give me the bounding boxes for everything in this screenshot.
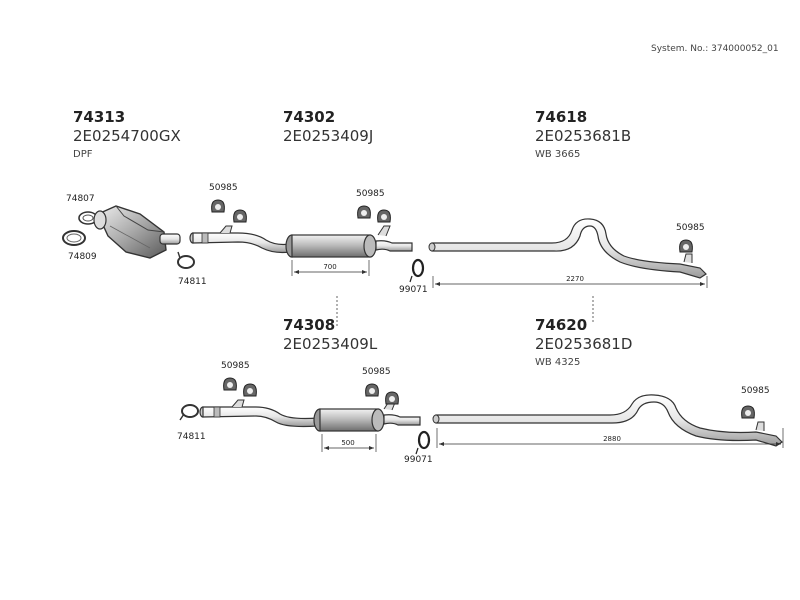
middle-pipe-bottom	[199, 399, 421, 432]
gasket-label: 74807	[66, 194, 95, 204]
part-number-middle-top: 74302	[283, 108, 336, 126]
oe-number-rear-bottom: 2E0253681D	[535, 335, 633, 353]
hanger-label-4: 50985	[221, 361, 250, 371]
oe-number-rear-top: 2E0253681B	[535, 127, 632, 145]
ring-label-bottom: 99071	[404, 455, 433, 465]
clamp-icon	[179, 404, 199, 421]
rubber-hanger-icon	[211, 199, 225, 213]
hanger-label-1: 50985	[209, 183, 238, 193]
dpf-unit-icon	[93, 205, 181, 259]
rear-pipe-top	[428, 218, 707, 279]
wheelbase-note-top: WB 3665	[535, 149, 581, 160]
middle-pipe-top	[189, 225, 413, 258]
rubber-hanger-icon	[365, 383, 379, 397]
rubber-hanger-icon	[243, 383, 257, 397]
system-number: System. No.: 374000052_01	[651, 44, 779, 54]
clamp-label-bottom: 74811	[177, 432, 206, 442]
rubber-hanger-icon	[385, 391, 399, 405]
rubber-hanger-icon	[377, 209, 391, 223]
seal-ring-icon	[409, 258, 425, 283]
oe-number-dpf: 2E0254700GX	[73, 127, 181, 145]
rubber-hanger-icon	[357, 205, 371, 219]
part-number-middle-bottom: 74308	[283, 316, 336, 334]
clamp-label-top: 74811	[178, 277, 207, 287]
dimension-line-mid-bottom: 500	[321, 434, 377, 452]
rubber-hanger-icon	[223, 377, 237, 391]
part-number-rear-top: 74618	[535, 108, 588, 126]
part-number-rear-bottom: 74620	[535, 316, 588, 334]
hanger-label-5: 50985	[362, 367, 391, 377]
hanger-label-6: 50985	[741, 386, 770, 396]
dimension-value: 2880	[603, 435, 621, 443]
rubber-hanger-icon	[679, 239, 693, 253]
dimension-value: 500	[341, 439, 354, 447]
wheelbase-note-bottom: WB 4325	[535, 357, 581, 368]
dimension-line-rear-top: 2270	[432, 275, 708, 288]
dpf-note: DPF	[73, 149, 93, 160]
clamp-icon	[177, 251, 195, 269]
part-number-dpf: 74313	[73, 108, 126, 126]
oe-number-middle-bottom: 2E0253409L	[283, 335, 378, 353]
dimension-value: 2270	[566, 275, 584, 283]
dimension-line-mid-top: 700	[291, 260, 370, 276]
clamp-label-left: 74809	[68, 252, 97, 262]
ring-label-top: 99071	[399, 285, 428, 295]
rubber-hanger-icon	[233, 209, 247, 223]
dimension-value: 700	[323, 263, 336, 271]
hanger-label-2: 50985	[356, 189, 385, 199]
rubber-hanger-icon	[741, 405, 755, 419]
hanger-label-3: 50985	[676, 223, 705, 233]
dimension-line-rear-bottom: 2880	[436, 428, 784, 448]
seal-ring-icon	[415, 430, 431, 455]
clamp-icon	[62, 230, 86, 246]
oe-number-middle-top: 2E0253409J	[283, 127, 374, 145]
